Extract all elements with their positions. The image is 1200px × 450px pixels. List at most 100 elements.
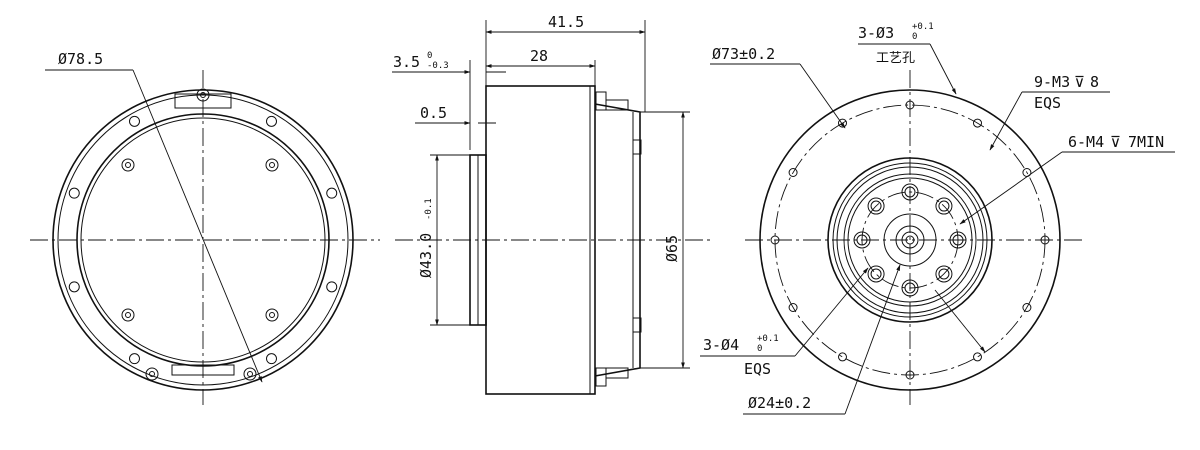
rear-body-inner-circle bbox=[80, 117, 326, 363]
front-outer-hole bbox=[1040, 235, 1050, 245]
rear-flange-hole bbox=[266, 353, 277, 365]
rear-screw-tabs bbox=[121, 88, 279, 381]
front-outer-hole bbox=[770, 235, 780, 245]
pin-holes-lower-tol: 0 bbox=[757, 344, 762, 354]
front-shaft-center bbox=[905, 235, 915, 245]
pin-holes-eqs: EQS bbox=[744, 360, 771, 378]
side-rear-cap bbox=[594, 103, 641, 377]
outer-threads-depth: 8 bbox=[1090, 73, 1099, 91]
pin-holes-pointer bbox=[794, 267, 869, 357]
rear-flange-hole bbox=[326, 187, 338, 199]
front-hub-ring-3 bbox=[843, 173, 977, 307]
rear-screw-head bbox=[121, 308, 135, 322]
front-inner-hole bbox=[935, 265, 953, 283]
rear-screw-head bbox=[145, 367, 159, 381]
front-outer-hole bbox=[905, 100, 915, 110]
rear-flange-inner-edge bbox=[57, 94, 349, 386]
rear-screw-head bbox=[243, 367, 257, 381]
front-inner-hole-core bbox=[856, 234, 868, 246]
pin-holes-label: 3-Ø4 bbox=[703, 336, 739, 354]
side-view: 41.5 28 3.5 0 -0.3 0.5 Ø43.0 -0.1 Ø65 bbox=[392, 13, 710, 395]
front-flange-outer-circle bbox=[759, 89, 1061, 391]
bolt-circle-label: Ø73±0.2 bbox=[712, 45, 775, 63]
rear-flange-hole bbox=[129, 115, 140, 127]
body-dia-label: Ø65 bbox=[663, 235, 681, 262]
left-dia-dimension-line bbox=[132, 69, 263, 383]
front-outer-hole bbox=[838, 352, 847, 362]
front-shaft bbox=[895, 225, 925, 255]
rear-screw-slot bbox=[125, 312, 131, 318]
front-outer-hole bbox=[973, 352, 982, 362]
rear-bottom-connector bbox=[171, 364, 235, 376]
front-outer-hole bbox=[1022, 303, 1032, 312]
front-inner-bolt-circle bbox=[861, 191, 959, 289]
front-inner-hole bbox=[867, 265, 885, 283]
flange-offset-lower-tol: -0.3 bbox=[427, 61, 449, 71]
front-shaft-bore bbox=[901, 231, 919, 249]
side-top-connector bbox=[595, 91, 607, 111]
process-holes-upper-tol: +0.1 bbox=[912, 22, 934, 32]
front-hub-ring-2 bbox=[836, 166, 984, 314]
inner-circle-pointer bbox=[844, 264, 901, 415]
outer-threads-pointer bbox=[989, 91, 1023, 151]
front-bolt-circle bbox=[774, 104, 1046, 376]
front-inner-hole-core bbox=[870, 268, 882, 280]
rear-flange-hole bbox=[68, 187, 80, 199]
inner-threads-depth: 7MIN bbox=[1128, 133, 1164, 151]
rear-flange-hole bbox=[68, 281, 80, 293]
rear-screw-head bbox=[196, 88, 210, 102]
process-holes-lower-tol: 0 bbox=[912, 32, 917, 42]
front-inner-hole-core bbox=[904, 186, 916, 198]
flange-offset-upper-tol: 0 bbox=[427, 51, 432, 61]
rear-screw-slot bbox=[269, 162, 275, 168]
front-inner-hole-core bbox=[938, 268, 950, 280]
front-inner-hole bbox=[901, 279, 919, 297]
left-outer-dia-label: Ø78.5 bbox=[58, 50, 103, 68]
front-inner-hole-core bbox=[952, 234, 964, 246]
side-top-connector-pin bbox=[605, 99, 629, 111]
front-inner-hole bbox=[949, 231, 967, 249]
front-hub-outer bbox=[827, 157, 993, 323]
front-outer-hole bbox=[905, 370, 915, 380]
rear-flange-holes bbox=[68, 115, 338, 365]
rear-flange-hole bbox=[266, 115, 277, 127]
inner-threads-label: 6-M4 bbox=[1068, 133, 1104, 151]
outer-threads-label: 9-M3 bbox=[1034, 73, 1070, 91]
rear-screw-slot bbox=[247, 371, 253, 377]
rear-screw-head bbox=[121, 158, 135, 172]
rear-flange-hole bbox=[326, 281, 338, 293]
outer-threads-depth-symbol: ⊽ bbox=[1074, 73, 1085, 91]
front-inner-hole-core bbox=[870, 200, 882, 212]
rear-flange-outer-circle bbox=[52, 89, 354, 391]
front-inner-hole bbox=[935, 197, 953, 215]
side-cap-tab-top bbox=[632, 139, 642, 155]
front-inner-hole bbox=[853, 231, 871, 249]
process-holes-note: 工艺孔 bbox=[876, 51, 915, 66]
front-inner-circle bbox=[883, 213, 937, 267]
rear-top-connector bbox=[174, 93, 232, 109]
side-bottom-connector-pin bbox=[605, 367, 629, 379]
front-hub-ring-1 bbox=[832, 162, 988, 318]
front-inner-hole-core bbox=[904, 282, 916, 294]
rear-body-circle bbox=[76, 113, 330, 367]
body-length-label: 28 bbox=[530, 47, 548, 65]
inner-threads-depth-symbol: ⊽ bbox=[1110, 133, 1121, 151]
rear-screw-head bbox=[265, 158, 279, 172]
front-inner-hole bbox=[901, 183, 919, 201]
front-view: Ø73±0.2 3-Ø3 +0.1 0 工艺孔 9-M3 ⊽ 8 EQS 6-M… bbox=[700, 22, 1175, 415]
front-outer-thread-holes bbox=[770, 100, 1050, 380]
rear-screw-head bbox=[265, 308, 279, 322]
process-holes-pointer bbox=[929, 43, 957, 95]
rear-screw-slot bbox=[149, 371, 155, 377]
rear-view: Ø78.5 bbox=[30, 50, 380, 405]
side-cap-tab-bottom bbox=[632, 317, 642, 333]
boss-dia-tol: -0.1 bbox=[424, 198, 434, 220]
front-outer-hole bbox=[788, 303, 798, 312]
boss-dia-text-group: Ø43.0 -0.1 bbox=[417, 198, 435, 278]
rear-flange-hole bbox=[129, 353, 140, 365]
hub-radius-mark bbox=[934, 289, 986, 353]
front-hub-ring-4 bbox=[847, 177, 973, 303]
rear-screw-slot bbox=[269, 312, 275, 318]
outer-threads-eqs: EQS bbox=[1034, 94, 1061, 112]
